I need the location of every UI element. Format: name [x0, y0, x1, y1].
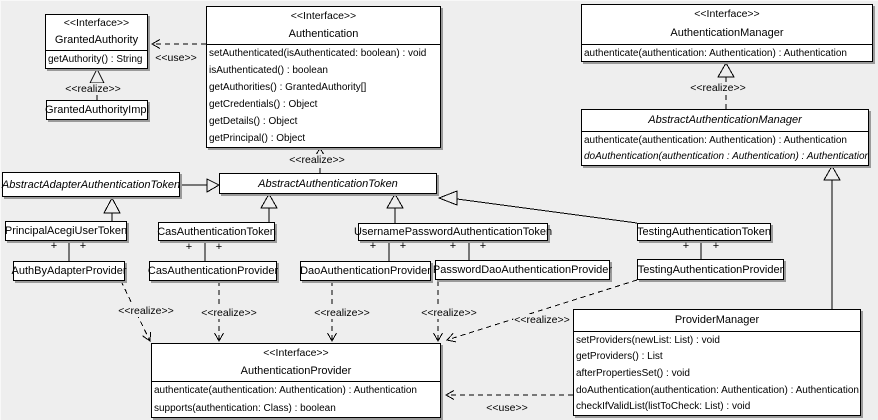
- class-name: UsernamePasswordAuthenticationToken: [353, 226, 553, 238]
- realize-label: <<realize>>: [200, 307, 258, 319]
- class-name: AbstractAuthenticationManager: [648, 113, 802, 126]
- association-end-plus: +: [479, 240, 487, 252]
- class-username-password-authentication-token[interactable]: UsernamePasswordAuthenticationToken: [354, 223, 552, 241]
- member: setAuthenticated(isAuthenticated: boolea…: [209, 48, 427, 59]
- association-end-plus: +: [712, 240, 720, 252]
- member: authenticate(authentication: Authenticat…: [154, 385, 417, 397]
- class-name: GrantedAuthority: [54, 34, 139, 47]
- class-name: AbstractAdapterAuthenticationToken: [1, 178, 181, 191]
- class-authentication-provider[interactable]: <<Interface>> AuthenticationProvider aut…: [151, 343, 441, 418]
- class-granted-authority[interactable]: <<Interface>> GrantedAuthority getAuthor…: [45, 14, 148, 69]
- member: supports(authentication: Class) : boolea…: [154, 402, 336, 414]
- stereotype-label: <<Interface>>: [63, 17, 130, 30]
- member: getProviders() : List: [576, 351, 663, 363]
- use-label: <<use>>: [154, 52, 198, 64]
- member: doAuthentication(authentication: Authent…: [576, 384, 859, 396]
- class-name: CasAuthenticationProvider: [147, 265, 279, 277]
- member-list: setAuthenticated(isAuthenticated: boolea…: [207, 45, 440, 147]
- member: getAuthorities() : GrantedAuthority[]: [209, 82, 367, 93]
- stereotype-label: <<Interface>>: [290, 9, 357, 22]
- use-label: <<use>>: [485, 402, 529, 414]
- class-name: AuthenticationManager: [670, 27, 784, 40]
- member: getPrincipal() : Object: [209, 133, 306, 144]
- class-authentication[interactable]: <<Interface>> Authentication setAuthenti…: [206, 6, 441, 148]
- stereotype-label: <<Interface>>: [263, 346, 329, 359]
- realize-label: <<realize>>: [313, 307, 371, 319]
- member: getCredentials() : Object: [209, 99, 318, 110]
- class-header: <<Interface>> AuthenticationManager: [582, 5, 872, 45]
- class-principal-acegi-user-token[interactable]: PrincipalAcegiUserToken: [5, 221, 127, 241]
- class-password-dao-authentication-provider[interactable]: PasswordDaoAuthenticationProvider: [432, 260, 613, 280]
- class-name: AuthenticationProvider: [240, 364, 352, 377]
- member: setProviders(newList: List) : void: [576, 334, 720, 346]
- class-abstract-adapter-authentication-token[interactable]: AbstractAdapterAuthenticationToken: [2, 172, 180, 197]
- association-end-plus: +: [50, 240, 58, 252]
- member: isAuthenticated() : boolean: [209, 65, 328, 76]
- member: authenticate(authentication: Authenticat…: [584, 134, 847, 146]
- class-authentication-manager[interactable]: <<Interface>> AuthenticationManager auth…: [581, 4, 873, 62]
- member-abstract: doAuthentication(authentication : Authen…: [584, 151, 868, 163]
- class-header: <<Interface>> Authentication: [207, 7, 440, 45]
- association-end-plus: +: [369, 240, 377, 252]
- association-end-plus: +: [185, 241, 193, 253]
- class-name: PrincipalAcegiUserToken: [4, 225, 128, 237]
- class-name: AuthByAdapterProvider: [11, 265, 127, 277]
- member-list: authenticate(authentication: Authenticat…: [152, 382, 440, 417]
- member: getDetails() : Object: [209, 116, 298, 127]
- member: checkIfValidList(listToCheck: List) : vo…: [576, 401, 751, 413]
- class-testing-authentication-provider[interactable]: TestingAuthenticationProvider: [637, 259, 784, 280]
- class-testing-authentication-token[interactable]: TestingAuthenticationToken: [637, 223, 771, 241]
- member: authenticate(authentication: Authenticat…: [584, 47, 847, 59]
- class-name: DaoAuthenticationProvider: [300, 265, 431, 277]
- class-cas-authentication-provider[interactable]: CasAuthenticationProvider: [147, 261, 279, 281]
- association-end-plus: +: [682, 240, 690, 252]
- class-name: PasswordDaoAuthenticationProvider: [432, 264, 613, 276]
- member: getAuthority() : String: [48, 54, 143, 65]
- class-name: TestingAuthenticationToken: [637, 226, 771, 238]
- member: afterPropertiesSet() : void: [576, 367, 690, 379]
- class-name: ProviderManager: [674, 313, 760, 326]
- association-edges: [68, 241, 702, 261]
- realize-label: <<realize>>: [64, 83, 122, 95]
- realize-label: <<realize>>: [420, 307, 478, 319]
- class-abstract-authentication-manager[interactable]: AbstractAuthenticationManager authentica…: [581, 109, 869, 166]
- class-auth-by-adapter-provider[interactable]: AuthByAdapterProvider: [11, 261, 127, 281]
- association-end-plus: +: [79, 240, 87, 252]
- generalization-edges: [103, 164, 841, 309]
- class-granted-authority-impl[interactable]: GrantedAuthorityImpl: [45, 100, 149, 120]
- realize-label: <<realize>>: [117, 305, 175, 317]
- class-name: CasAuthenticationToken: [157, 225, 276, 238]
- class-header: <<Interface>> AuthenticationProvider: [152, 344, 440, 382]
- class-header: ProviderManager: [574, 310, 860, 332]
- class-name: AbstractAuthenticationToken: [258, 177, 398, 190]
- class-name: GrantedAuthorityImpl: [45, 104, 149, 116]
- class-name: TestingAuthenticationProvider: [637, 263, 784, 276]
- realize-label: <<realize>>: [288, 154, 346, 166]
- association-end-plus: +: [449, 240, 457, 252]
- association-end-plus: +: [399, 240, 407, 252]
- realize-label: <<realize>>: [513, 314, 571, 326]
- member-list: authenticate(authentication: Authenticat…: [582, 132, 868, 165]
- class-header: <<Interface>> GrantedAuthority: [46, 15, 147, 51]
- class-dao-authentication-provider[interactable]: DaoAuthenticationProvider: [300, 261, 431, 281]
- association-end-plus: +: [215, 241, 223, 253]
- stereotype-label: <<Interface>>: [694, 8, 760, 21]
- realize-label: <<realize>>: [689, 82, 747, 94]
- member-list: authenticate(authentication: Authenticat…: [582, 45, 872, 61]
- class-header: AbstractAuthenticationManager: [582, 110, 868, 132]
- class-cas-authentication-token[interactable]: CasAuthenticationToken: [157, 222, 276, 241]
- class-abstract-authentication-token[interactable]: AbstractAuthenticationToken: [219, 173, 437, 194]
- member-list: setProviders(newList: List) : void getPr…: [574, 332, 860, 415]
- class-name: Authentication: [288, 27, 359, 40]
- member-list: getAuthority() : String: [46, 51, 147, 68]
- class-provider-manager[interactable]: ProviderManager setProviders(newList: Li…: [573, 309, 861, 416]
